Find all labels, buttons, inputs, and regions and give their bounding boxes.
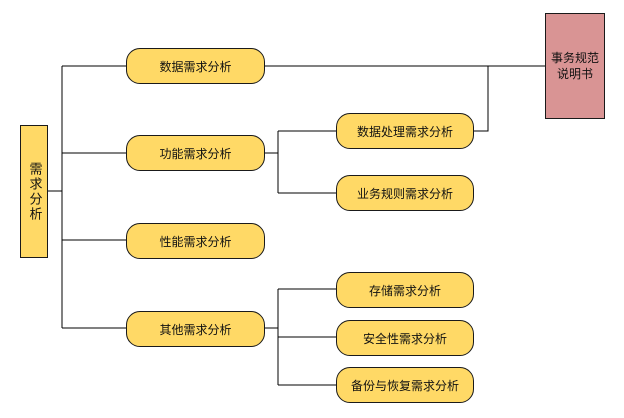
- node-data-processing: 数据处理需求分析: [336, 113, 474, 149]
- node-backup-recovery: 备份与恢复需求分析: [336, 367, 474, 403]
- node-storage: 存储需求分析: [336, 272, 474, 308]
- node-data-requirements: 数据需求分析: [126, 48, 265, 84]
- node-performance-requirements: 性能需求分析: [126, 223, 265, 259]
- node-other-requirements: 其他需求分析: [126, 311, 265, 347]
- node-function-requirements: 功能需求分析: [126, 135, 265, 171]
- node-transaction-spec-doc: 事务规范 说明书: [545, 13, 605, 119]
- doc-label-line1: 事务规范: [550, 51, 599, 65]
- root-node: 需求分析: [20, 125, 48, 258]
- doc-label-line2: 说明书: [556, 67, 593, 81]
- link-processing-to-doc: [474, 66, 489, 132]
- node-business-rules: 业务规则需求分析: [336, 175, 474, 211]
- node-security: 安全性需求分析: [336, 320, 474, 356]
